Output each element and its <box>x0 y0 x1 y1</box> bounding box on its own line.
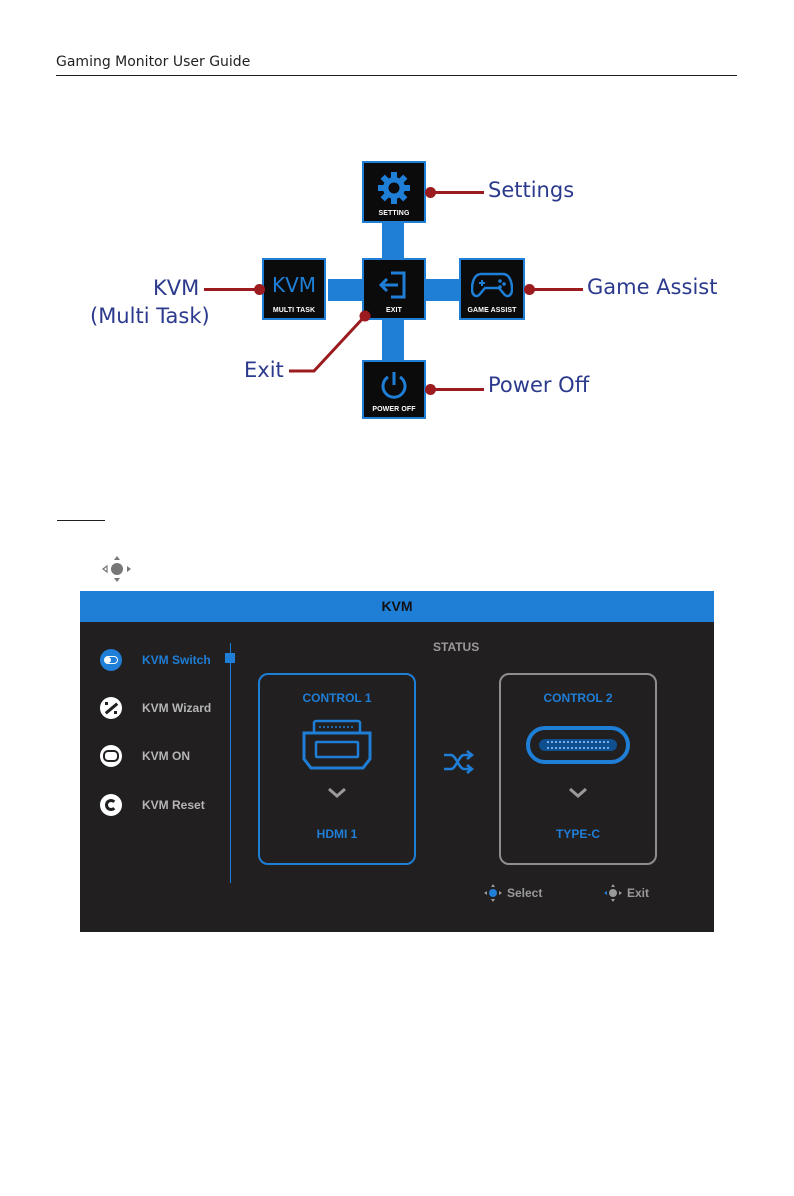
toggle-icon <box>100 649 122 671</box>
control-2-port: TYPE-C <box>501 827 655 841</box>
status-title: STATUS <box>433 640 479 654</box>
menu-item-kvm-reset[interactable]: KVM Reset <box>100 793 205 817</box>
kvm-callout-sublabel: (Multi Task) <box>90 304 210 328</box>
kvm-on-icon <box>100 745 122 767</box>
kvm-osd-panel: KVM KVM Switch KVM Wizard KVM ON KVM Res… <box>80 591 714 932</box>
menu-item-label: KVM ON <box>142 749 190 763</box>
menu-item-label: KVM Wizard <box>142 701 211 715</box>
game-assist-callout-line <box>529 288 583 291</box>
game-assist-tile[interactable]: GAME ASSIST <box>459 258 525 320</box>
power-off-callout-label: Power Off <box>488 373 589 397</box>
gamepad-icon <box>471 271 513 299</box>
control-1-title: CONTROL 1 <box>260 691 414 705</box>
menu-item-label: KVM Switch <box>142 653 211 667</box>
quick-menu-diagram: SETTING KVM MULTI TASK EXIT GAME ASSIST <box>0 0 794 440</box>
joystick-direction-icon <box>101 555 133 583</box>
settings-callout-label: Settings <box>488 178 574 202</box>
control-2-card[interactable]: CONTROL 2 TYPE-C <box>499 673 657 865</box>
joystick-exit-icon <box>604 884 622 902</box>
control-1-port: HDMI 1 <box>260 827 414 841</box>
exit-callout-line <box>285 310 385 380</box>
power-off-tile-label: POWER OFF <box>364 406 424 413</box>
hdmi-port-icon <box>299 719 375 771</box>
exit-icon <box>377 270 411 300</box>
control-2-title: CONTROL 2 <box>501 691 655 705</box>
note-underline <box>57 520 105 521</box>
kvm-callout-dot <box>254 284 265 295</box>
exit-hint-label: Exit <box>627 886 649 900</box>
joystick-select-icon <box>484 884 502 902</box>
select-hint: Select <box>484 884 542 902</box>
usb-c-port-icon <box>525 725 631 765</box>
power-off-callout-line <box>430 388 484 391</box>
switch-shuffle-icon <box>442 750 474 774</box>
menu-item-label: KVM Reset <box>142 798 205 812</box>
kvm-tile-text: KVM <box>264 273 324 297</box>
menu-divider <box>230 643 231 883</box>
select-hint-label: Select <box>507 886 542 900</box>
kvm-callout-label: KVM <box>153 276 199 300</box>
kvm-callout-line <box>204 288 259 291</box>
gear-icon <box>377 171 411 205</box>
magic-wand-icon <box>100 697 122 719</box>
menu-item-kvm-on[interactable]: KVM ON <box>100 744 190 768</box>
exit-callout-label: Exit <box>244 358 284 382</box>
reset-icon <box>100 794 122 816</box>
selection-marker <box>225 653 235 663</box>
game-assist-tile-label: GAME ASSIST <box>461 307 523 314</box>
osd-title-bar: KVM <box>80 591 714 622</box>
chevron-down-icon <box>569 788 587 798</box>
game-assist-callout-label: Game Assist <box>587 275 717 299</box>
menu-item-kvm-wizard[interactable]: KVM Wizard <box>100 696 211 720</box>
exit-hint: Exit <box>604 884 649 902</box>
settings-callout-line <box>430 191 484 194</box>
chevron-down-icon <box>328 788 346 798</box>
control-1-card[interactable]: CONTROL 1 HDMI 1 <box>258 673 416 865</box>
setting-tile-label: SETTING <box>364 210 424 217</box>
setting-tile[interactable]: SETTING <box>362 161 426 223</box>
menu-item-kvm-switch[interactable]: KVM Switch <box>100 648 211 672</box>
